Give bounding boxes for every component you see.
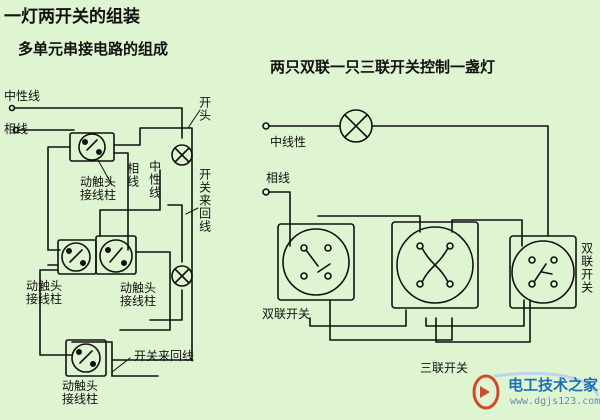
left-switch-mid-a [61, 242, 91, 272]
left-switch-mid-b [99, 239, 133, 273]
right-double-switch-left [277, 223, 355, 301]
label-phase: 相线 [4, 122, 29, 136]
label-return-bottom: 开关来回线 [134, 349, 195, 363]
label-mid-neutral: 中性线 [147, 160, 162, 199]
right-lamp [339, 109, 373, 143]
label-right-neutral: 中线性 [270, 135, 307, 149]
logo-mark [472, 372, 600, 410]
label-return-vertical: 开关来回线 [197, 168, 212, 233]
label-contact-4: 动触头 接线柱 [62, 379, 99, 406]
label-triple-switch: 三联开关 [420, 361, 469, 375]
left-diagram-subtitle: 多单元串接电路的组成 [18, 40, 169, 58]
left-lamp-top [171, 144, 193, 166]
right-wiring [262, 122, 549, 343]
left-lamp-bottom [171, 265, 193, 287]
right-double-switch-right [509, 235, 577, 309]
label-mid-phase: 相线 [125, 162, 140, 188]
page-title: 一灯两开关的组装 [4, 7, 140, 27]
label-neutral-top: 中性线 [4, 89, 41, 103]
label-contact-3: 动触头 接线柱 [120, 281, 157, 308]
label-contact-2: 动触头 接线柱 [26, 279, 63, 306]
left-switch-bottom [65, 339, 107, 377]
label-right-phase: 相线 [266, 171, 291, 185]
label-double-switch-left: 双联开关 [262, 307, 311, 321]
label-double-switch-right: 双联开关 [579, 242, 594, 294]
right-triple-switch [391, 221, 479, 309]
logo-url: www.dgjs123.com [510, 396, 600, 407]
left-wiring [8, 104, 193, 377]
label-contact-1: 动触头 接线柱 [80, 175, 117, 202]
left-switch-top [78, 133, 106, 161]
label-switch-head: 开头 [197, 96, 212, 122]
right-diagram-subtitle: 两只双联一只三联开关控制一盏灯 [270, 58, 496, 76]
logo-name: 电工技术之家 [508, 376, 599, 394]
